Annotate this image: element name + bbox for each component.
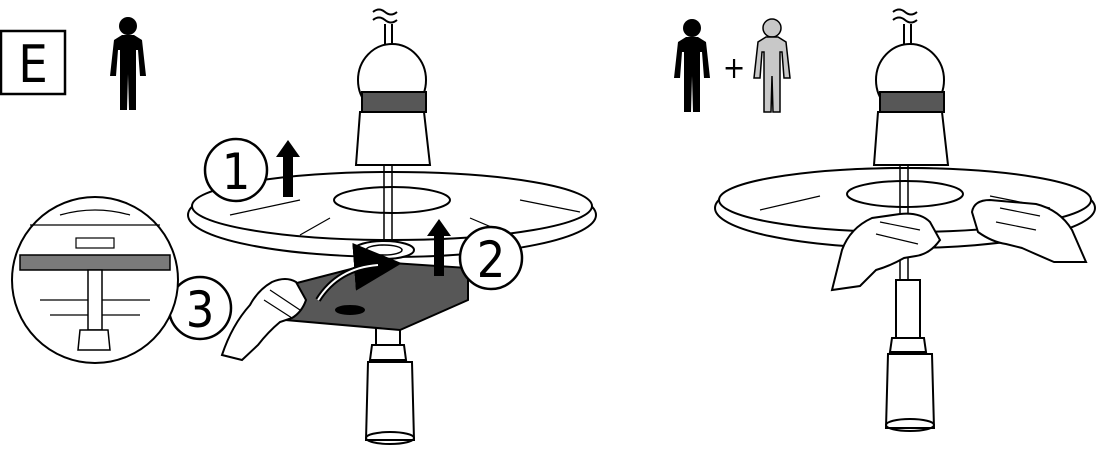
hand-left-diagram [220, 278, 308, 362]
plus-sign: + [723, 51, 746, 86]
lamp-left [187, 8, 597, 445]
callout-3: 3 [167, 275, 233, 341]
step-label-box: E [0, 29, 67, 96]
up-arrow-1 [276, 140, 300, 197]
svg-text:1: 1 [222, 143, 251, 201]
detail-zoom-circle [11, 196, 179, 364]
callout-1: 1 [203, 137, 269, 203]
up-arrow-2 [427, 219, 451, 276]
svg-text:3: 3 [186, 281, 215, 339]
hand-right-front [830, 212, 942, 292]
svg-text:2: 2 [477, 231, 506, 289]
step-label: E [18, 35, 48, 95]
person-black-icon [110, 17, 146, 110]
hand-right-back [970, 198, 1088, 263]
callout-2: 2 [458, 225, 524, 291]
person-black-icon-right [674, 19, 710, 112]
person-grey-icon [753, 18, 791, 113]
